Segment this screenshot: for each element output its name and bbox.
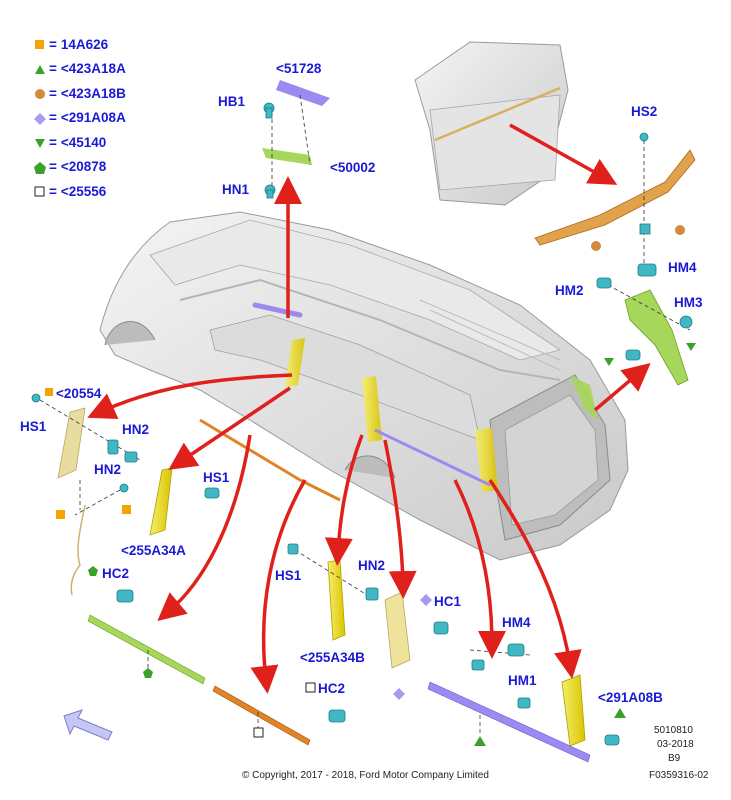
legend-equals: = — [49, 61, 57, 77]
legend-text: <423A18B — [60, 85, 126, 101]
legend-row-423a18b: = <423A18B — [34, 81, 194, 106]
green-triangle-down-icon — [34, 136, 46, 149]
label-hc2-left: HC2 — [102, 566, 129, 581]
label-hn2-a: HN2 — [122, 422, 149, 437]
d-pillar-trim — [624, 289, 689, 386]
legend-text: <20878 — [60, 159, 107, 175]
legend-row-423a18a: = <423A18A — [34, 57, 194, 82]
legend-equals: = — [49, 36, 57, 52]
label-hs1-left: HS1 — [20, 419, 47, 434]
legend-row-291a08a: = <291A08A — [34, 106, 194, 131]
sill-strip-green — [87, 614, 206, 685]
liftgate-illustration — [414, 41, 569, 206]
legend-equals: = — [49, 110, 57, 126]
legend-equals: = — [49, 85, 57, 101]
front-direction-arrow — [63, 709, 113, 741]
label-hm2: HM2 — [555, 283, 584, 298]
label-291a08b: <291A08B — [598, 690, 663, 705]
fasteners — [31, 102, 693, 746]
legend-text: <25556 — [60, 183, 107, 199]
doc-code: 5010810 — [654, 725, 693, 736]
label-hc1: HC1 — [434, 594, 461, 609]
label-hb1: HB1 — [218, 94, 245, 109]
legend-text: <45140 — [60, 134, 107, 150]
label-hm4-top: HM4 — [668, 260, 697, 275]
legend-row-20878: = <20878 — [34, 155, 194, 180]
white-square-icon — [34, 185, 46, 197]
label-hn2-b: HN2 — [94, 462, 121, 477]
legend-text: 14A626 — [60, 36, 109, 52]
vehicle-illustration — [99, 211, 629, 561]
label-255a34b: <255A34B — [300, 650, 365, 665]
part-255a34b — [327, 559, 346, 641]
sill-strip-purple — [427, 681, 591, 763]
legend-row-25556: = <25556 — [34, 179, 194, 204]
label-hs1-low: HS1 — [275, 568, 302, 583]
purple-diamond-icon — [34, 112, 46, 125]
doc-date: 03-2018 — [657, 739, 694, 750]
label-50002: <50002 — [330, 160, 375, 175]
part-255a34a — [149, 467, 173, 536]
legend-equals: = — [49, 183, 57, 199]
label-hm1: HM1 — [508, 673, 537, 688]
label-20554: <20554 — [56, 386, 102, 401]
legend-equals: = — [49, 159, 57, 175]
part-markers — [45, 225, 696, 746]
copyright-text: © Copyright, 2017 - 2018, Ford Motor Com… — [242, 770, 489, 781]
green-pentagon-icon — [34, 161, 46, 174]
wire-harness — [70, 504, 86, 596]
doc-revision: B9 — [668, 753, 681, 764]
label-255a34a: <255A34A — [121, 543, 186, 558]
a-pillar-trim-left — [57, 407, 86, 479]
orange-circle-icon — [34, 87, 46, 100]
sill-strip-orange — [212, 685, 311, 746]
symbol-legend: = 14A626 = <423A18A = <423A18B = <291A08… — [34, 32, 194, 204]
legend-row-14a626: = 14A626 — [34, 32, 194, 57]
orange-square-icon — [34, 38, 46, 50]
legend-text: <291A08A — [60, 110, 126, 126]
legend-row-45140: = <45140 — [34, 130, 194, 155]
label-hm4-low: HM4 — [502, 615, 531, 630]
part-291a08b — [561, 674, 586, 747]
label-hn1: HN1 — [222, 182, 249, 197]
figure-number: F0359316-02 — [649, 770, 709, 781]
spoiler-strip — [534, 149, 696, 246]
green-triangle-up-icon — [34, 63, 46, 75]
legend-equals: = — [49, 134, 57, 150]
label-51728: <51728 — [276, 61, 322, 76]
callout-arrows — [87, 123, 651, 694]
label-hs1-mid: HS1 — [203, 470, 230, 485]
part-51728-strip — [276, 80, 330, 106]
label-hn2-low: HN2 — [358, 558, 385, 573]
part-50002-strip — [262, 148, 312, 165]
label-hc2-low: HC2 — [318, 681, 345, 696]
b-pillar-trim — [384, 591, 411, 669]
legend-text: <423A18A — [60, 61, 126, 77]
label-hm3: HM3 — [674, 295, 703, 310]
label-hs2: HS2 — [631, 104, 657, 119]
